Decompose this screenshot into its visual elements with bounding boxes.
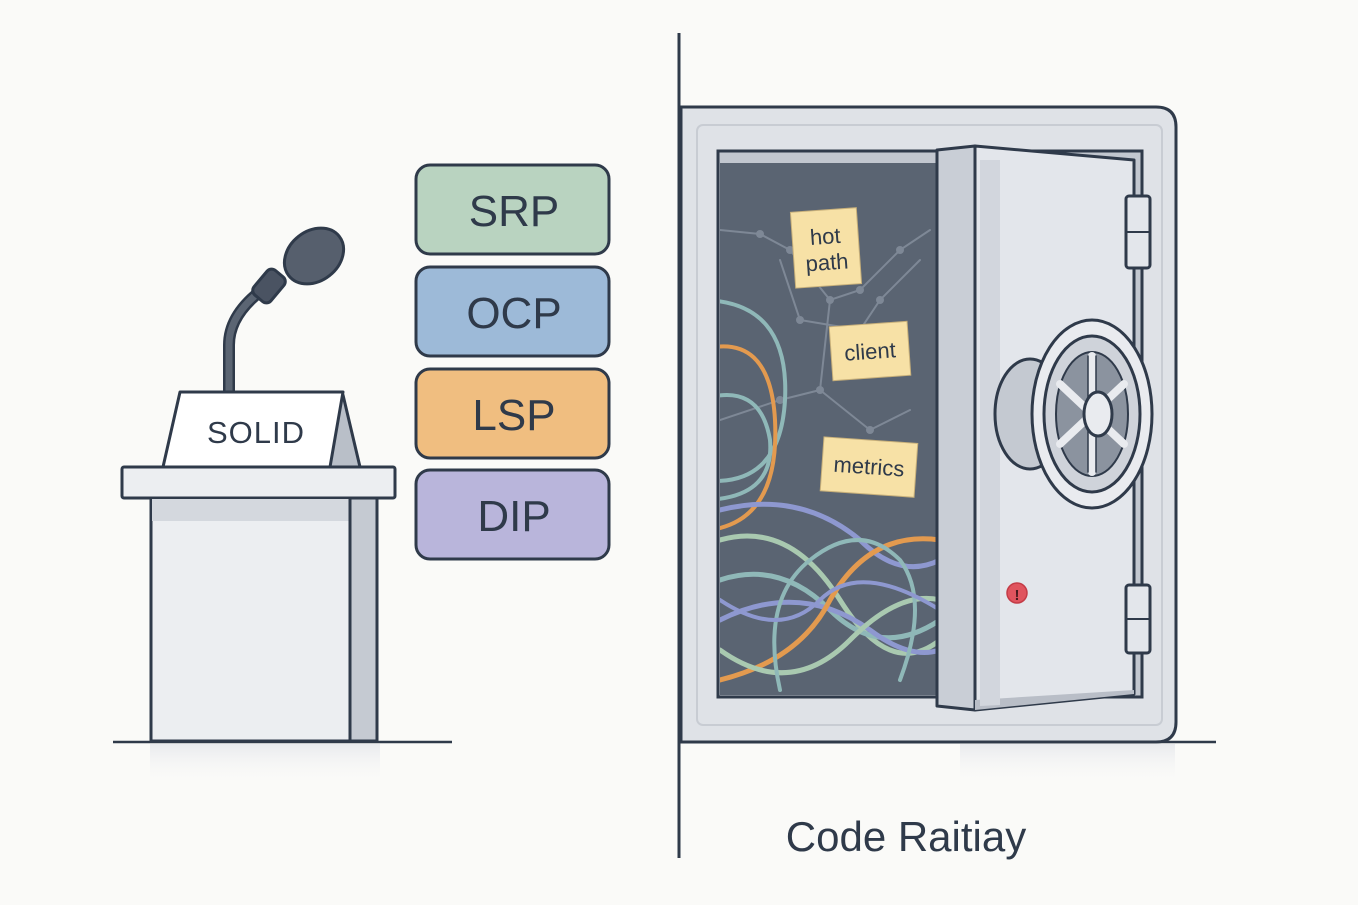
warning-icon: ! <box>1006 582 1028 604</box>
caption: Code Raitiay <box>786 813 1026 860</box>
sticky-note-text: client <box>844 337 897 366</box>
sticky-note-metrics: metrics <box>819 436 919 498</box>
sticky-note-text: hot <box>809 223 841 250</box>
warning-mark: ! <box>1015 587 1020 604</box>
sticky-note-text: path <box>805 248 849 276</box>
safe: hot path client metrics <box>679 105 1216 784</box>
principle-badge-srp: SRP <box>414 163 611 256</box>
sticky-note-hot-path: hot path <box>789 207 863 289</box>
podium-sign-label: SOLID <box>207 415 305 450</box>
tangled-wires <box>720 229 940 692</box>
podium: SOLID <box>113 226 452 784</box>
principle-badges: SRP OCP LSP DIP <box>414 163 611 561</box>
sticky-note-text: metrics <box>833 452 905 482</box>
dial-wheel-icon <box>993 318 1154 510</box>
podium-body <box>149 496 379 743</box>
podium-sign: SOLID <box>161 390 362 469</box>
principle-label: DIP <box>477 492 550 541</box>
principle-badge-lsp: LSP <box>414 367 611 460</box>
principle-label: OCP <box>466 289 561 338</box>
principle-badge-ocp: OCP <box>414 265 611 358</box>
microphone-icon <box>223 226 346 398</box>
principle-badge-dip: DIP <box>414 468 611 561</box>
sticky-note-client: client <box>828 320 912 382</box>
safe-door: ! <box>935 144 1154 712</box>
podium-top <box>120 465 397 500</box>
principle-label: LSP <box>472 391 555 440</box>
principle-label: SRP <box>469 187 559 236</box>
